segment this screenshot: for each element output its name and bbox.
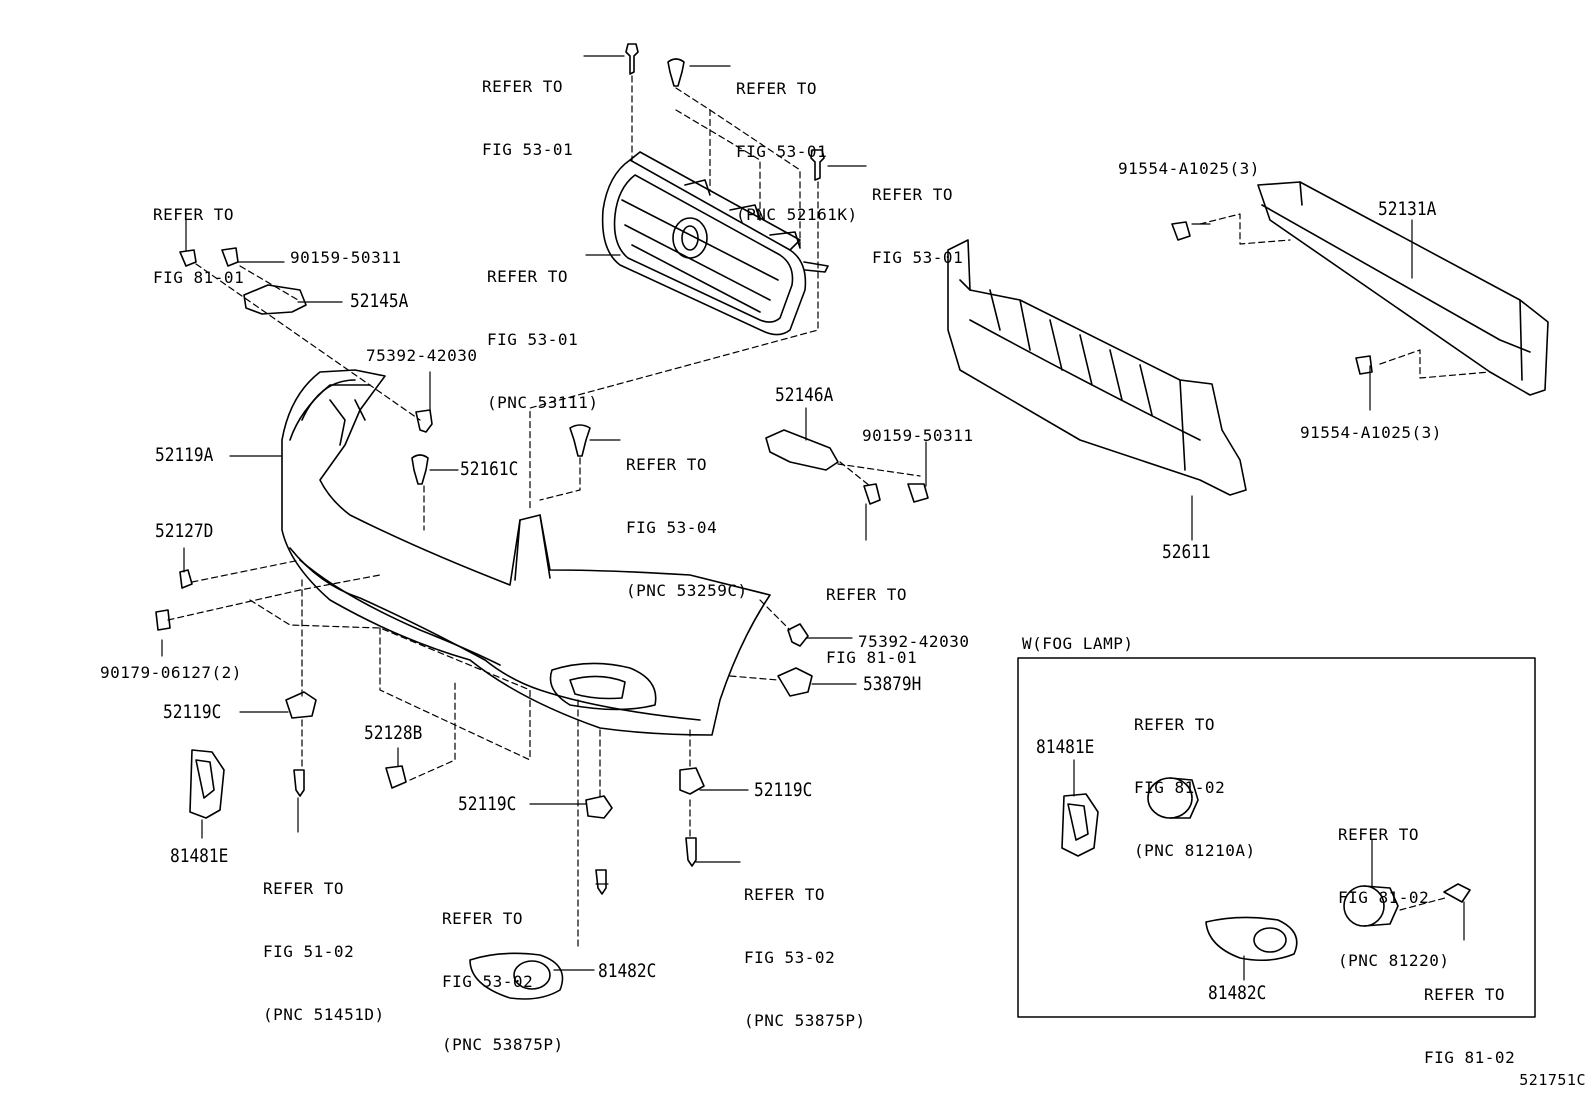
refer-line: (PNC 53259C) [626, 581, 748, 600]
radiator-grille-illustration [601, 151, 829, 336]
refer-line: (PNC 53875P) [744, 1011, 866, 1030]
bumper-side-bracket-icon [765, 429, 929, 505]
part-number-label: 53879H [863, 673, 922, 695]
part-number-label: 81482C [598, 960, 657, 982]
dashed-assembly-lines [167, 75, 1491, 951]
energy-absorber-illustration [947, 239, 1247, 496]
refer-label: REFER TO FIG 53-04 (PNC 53259C) [626, 412, 748, 622]
part-number-label: 75392-42030 [366, 346, 478, 365]
part-number-label: 52131A [1378, 198, 1437, 220]
refer-line: FIG 81-01 [826, 648, 918, 667]
part-number-label: 75392-42030 [858, 632, 970, 651]
refer-line: (PNC 53111) [487, 393, 599, 412]
refer-line: REFER TO [487, 267, 569, 286]
part-number-label: 52119C [754, 779, 813, 801]
part-number-label: 52128B [364, 722, 423, 744]
part-number-label: 91554-A1025(3) [1300, 423, 1442, 442]
fog-lamp-parts-illustration [1061, 777, 1471, 962]
refer-line: REFER TO [872, 185, 954, 204]
part-number-label: 81481E [1036, 736, 1095, 758]
part-number-label: 90159-50311 [290, 248, 402, 267]
refer-line: FIG 53-01 [487, 330, 579, 349]
refer-label: REFER TO FIG 81-01 [826, 542, 917, 689]
refer-line: (PNC 81210A) [1134, 841, 1256, 860]
refer-line: REFER TO [744, 885, 826, 904]
refer-label: REFER TO FIG 53-01 [482, 34, 573, 181]
refer-line: REFER TO [1338, 825, 1420, 844]
part-number-label: 91554-A1025(3) [1118, 159, 1260, 178]
refer-line: FIG 53-02 [442, 972, 534, 991]
refer-line: (PNC 53875P) [442, 1035, 564, 1054]
part-number-label: 90159-50311 [862, 426, 974, 445]
refer-label: REFER TO FIG 53-01 (PNC 53111) [487, 224, 598, 434]
refer-label: REFER TO FIG 53-02 (PNC 53875P) [442, 866, 564, 1076]
refer-line: REFER TO [1424, 985, 1506, 1004]
part-number-label: 52146A [775, 384, 834, 406]
diagram-code: 521751C [1519, 1071, 1586, 1089]
refer-label: REFER TO FIG 53-01 (PNC 52161K) [736, 36, 858, 246]
bumper-reinforcement-illustration [1171, 181, 1549, 396]
refer-line: REFER TO [736, 79, 818, 98]
grille-clip-icon [625, 43, 825, 181]
refer-line: REFER TO [153, 205, 235, 224]
refer-label: REFER TO FIG 81-02 (PNC 81220) [1338, 782, 1449, 992]
part-number-label: 52145A [350, 290, 409, 312]
refer-line: FIG 53-04 [626, 518, 718, 537]
refer-label: REFER TO FIG 53-01 [872, 142, 963, 289]
refer-label: REFER TO FIG 81-01 [153, 162, 244, 309]
part-number-label: 81481E [170, 845, 229, 867]
part-number-label: 52161C [460, 458, 519, 480]
refer-line: REFER TO [482, 77, 564, 96]
leader-lines [161, 55, 1465, 981]
refer-line: FIG 81-02 [1424, 1048, 1516, 1067]
refer-line: FIG 81-01 [153, 268, 245, 287]
refer-line: REFER TO [1134, 715, 1216, 734]
bumper-cover-illustration [281, 369, 771, 736]
refer-line: FIG 53-01 [736, 142, 828, 161]
part-number-label: 52119C [458, 793, 517, 815]
inset-title: W(FOG LAMP) [1022, 634, 1134, 653]
refer-line: FIG 53-01 [872, 248, 964, 267]
refer-line: (PNC 52161K) [736, 205, 858, 224]
part-number-label: 81482C [1208, 982, 1267, 1004]
part-number-label: 90179-06127(2) [100, 663, 242, 682]
refer-label: REFER TO FIG 81-02 (PNC 81210A) [1134, 672, 1256, 882]
part-number-label: 52127D [155, 520, 214, 542]
refer-line: REFER TO [626, 455, 708, 474]
refer-line: FIG 51-02 [263, 942, 355, 961]
refer-line: FIG 53-02 [744, 948, 836, 967]
refer-line: REFER TO [442, 909, 524, 928]
refer-line: (PNC 51451D) [263, 1005, 385, 1024]
refer-line: FIG 53-01 [482, 140, 574, 159]
refer-line: REFER TO [263, 879, 345, 898]
part-number-label: 52119C [163, 701, 222, 723]
refer-line: FIG 81-02 [1338, 888, 1430, 907]
fog-lamp-inset-frame [1017, 657, 1536, 1018]
refer-label: REFER TO FIG 51-02 (PNC 51451D) [263, 836, 385, 1046]
part-number-label: 52611 [1162, 541, 1211, 563]
refer-label: REFER TO FIG 81-02 [1424, 942, 1515, 1089]
refer-line: FIG 81-02 [1134, 778, 1226, 797]
refer-line: REFER TO [826, 585, 908, 604]
part-number-label: 52119A [155, 444, 214, 466]
refer-label: REFER TO FIG 53-02 (PNC 53875P) [744, 842, 866, 1052]
refer-line: (PNC 81220) [1338, 951, 1450, 970]
